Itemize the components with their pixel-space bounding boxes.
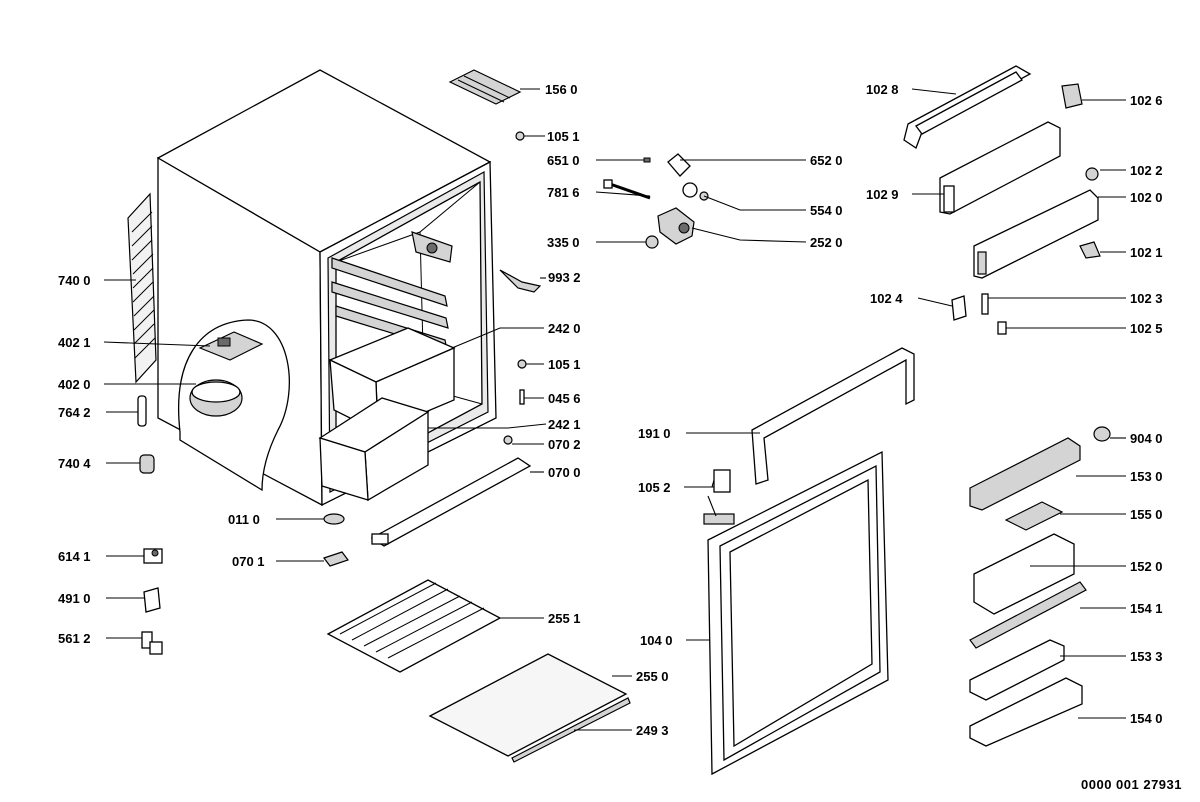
part-1021-handle xyxy=(1079,241,1101,259)
part-6510-pin xyxy=(643,157,651,163)
label-1560: 156 0 xyxy=(545,82,578,97)
label-6520: 652 0 xyxy=(810,153,843,168)
part-0702-screw xyxy=(503,435,513,445)
label-1052: 105 2 xyxy=(638,480,671,495)
label-1029: 102 9 xyxy=(866,187,899,202)
part-7642-capacitor xyxy=(137,395,147,427)
part-1026-latch xyxy=(1061,83,1083,109)
part-9932-hinge xyxy=(499,269,542,293)
label-1023: 102 3 xyxy=(1130,291,1163,306)
label-7816: 781 6 xyxy=(547,185,580,200)
label-1024: 102 4 xyxy=(870,291,903,306)
label-0701: 070 1 xyxy=(232,554,265,569)
label-2420: 242 0 xyxy=(548,321,581,336)
label-1040: 104 0 xyxy=(640,633,673,648)
label-1541: 154 1 xyxy=(1130,601,1163,616)
part-1040-door xyxy=(707,450,889,776)
label-0456: 045 6 xyxy=(548,391,581,406)
part-1540-rack xyxy=(969,677,1083,747)
label-2520: 252 0 xyxy=(810,235,843,250)
label-1021: 102 1 xyxy=(1130,245,1163,260)
part-labels: 156 0 105 1 651 0 652 0 781 6 554 0 335 … xyxy=(58,82,1163,738)
part-6520-switch xyxy=(667,153,691,177)
part-1023-pin xyxy=(981,293,989,315)
label-4910: 491 0 xyxy=(58,591,91,606)
label-2550: 255 0 xyxy=(636,669,669,684)
label-1910: 191 0 xyxy=(638,426,671,441)
part-1024-plate xyxy=(951,295,967,321)
label-7404: 740 4 xyxy=(58,456,91,471)
label-2421: 242 1 xyxy=(548,417,581,432)
part-9040-cap xyxy=(1093,426,1111,442)
label-1025: 102 5 xyxy=(1130,321,1163,336)
label-1051b: 105 1 xyxy=(548,357,581,372)
part-4910-cover xyxy=(143,587,161,613)
part-1910-evaporator-frame xyxy=(751,347,915,485)
part-3350-washer xyxy=(645,235,659,249)
label-4021: 402 1 xyxy=(58,335,91,350)
label-6510: 651 0 xyxy=(547,153,580,168)
part-2550-glass-shelf xyxy=(428,653,628,757)
part-1530-butter-cover xyxy=(969,437,1081,511)
label-2493: 249 3 xyxy=(636,723,669,738)
label-1540: 154 0 xyxy=(1130,711,1163,726)
label-1020: 102 0 xyxy=(1130,190,1163,205)
part-0456-pin xyxy=(519,389,525,405)
label-9932: 993 2 xyxy=(548,270,581,285)
part-6141-bracket xyxy=(143,548,163,564)
part-1533-rack xyxy=(969,639,1065,701)
part-1028-gasket xyxy=(903,65,1032,149)
label-7642: 764 2 xyxy=(58,405,91,420)
label-1530: 153 0 xyxy=(1130,469,1163,484)
label-7400: 740 0 xyxy=(58,273,91,288)
fridge-cabinet xyxy=(127,69,497,507)
part-2493-trim xyxy=(511,697,631,763)
document-number: 0000 001 27931 xyxy=(1081,777,1182,792)
part-2520-thermostat xyxy=(657,207,695,245)
part-1550-egg-tray xyxy=(1004,501,1064,531)
label-1550: 155 0 xyxy=(1130,507,1163,522)
label-3350: 335 0 xyxy=(547,235,580,250)
part-1051a-screw xyxy=(515,131,525,141)
label-5612: 561 2 xyxy=(58,631,91,646)
label-4020: 402 0 xyxy=(58,377,91,392)
part-1541-bar xyxy=(969,581,1087,649)
label-1026: 102 6 xyxy=(1130,93,1163,108)
part-1520-rack xyxy=(973,533,1075,615)
part-0701-foot xyxy=(323,551,349,567)
part-1020-flap xyxy=(973,189,1099,279)
part-2551-wire-shelf xyxy=(326,579,502,673)
label-1533: 153 3 xyxy=(1130,649,1163,664)
label-9040: 904 0 xyxy=(1130,431,1163,446)
part-1022-knob xyxy=(1085,167,1099,181)
label-1022: 102 2 xyxy=(1130,163,1163,178)
label-0700: 070 0 xyxy=(548,465,581,480)
part-5612-clip xyxy=(141,631,163,655)
label-1520: 152 0 xyxy=(1130,559,1163,574)
label-0702: 070 2 xyxy=(548,437,581,452)
part-1025-tab xyxy=(997,321,1007,335)
part-0700-bar xyxy=(370,457,532,547)
label-1028: 102 8 xyxy=(866,82,899,97)
part-7404-knob xyxy=(139,454,155,474)
label-0110: 011 0 xyxy=(228,512,260,527)
part-1052-hinge xyxy=(703,469,735,525)
label-6141: 614 1 xyxy=(58,549,91,564)
part-0110-grommet xyxy=(323,513,345,525)
part-5540-knob xyxy=(682,182,709,201)
label-2551: 255 1 xyxy=(548,611,581,626)
part-1029-freezer-door xyxy=(939,121,1061,215)
label-5540: 554 0 xyxy=(810,203,843,218)
leader-lines xyxy=(103,88,1126,731)
label-1051a: 105 1 xyxy=(547,129,580,144)
part-1560-ice-tray xyxy=(448,69,522,105)
part-1051b-screw xyxy=(517,359,527,369)
